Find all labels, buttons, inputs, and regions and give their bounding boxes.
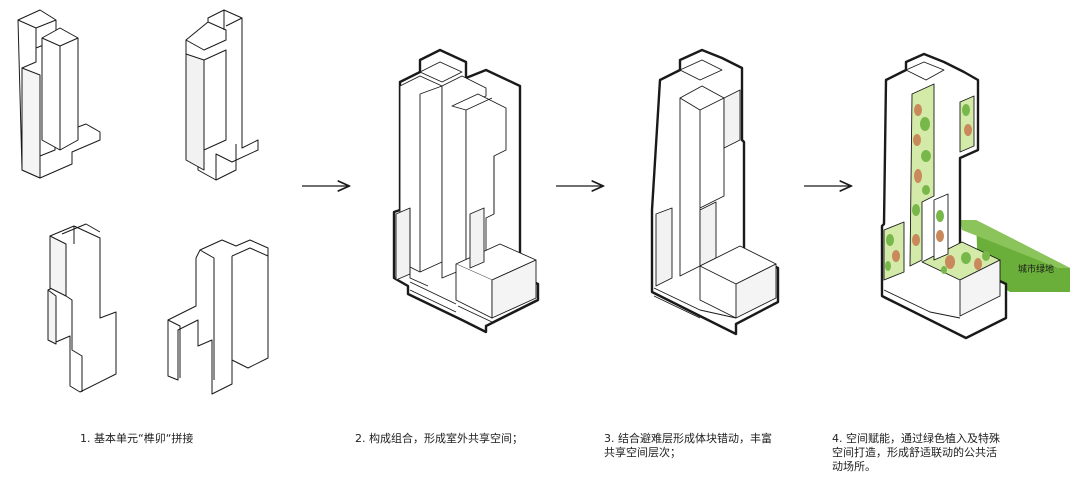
caption-step-2: 2. 构成组合，形成室外共享空间；	[355, 432, 523, 445]
tower-shifted	[650, 48, 780, 336]
module-unit-c	[47, 223, 117, 393]
city-green-label: 城市绿地	[1018, 263, 1054, 275]
module-unit-a	[17, 9, 101, 179]
module-unit-d	[167, 239, 269, 395]
caption-step-4: 4. 空间赋能，通过绿色植入及特殊 空间打造，形成舒适联动的公共活 动场所。	[832, 432, 1000, 473]
tree-icons	[885, 104, 990, 274]
caption-step-1: 1. 基本单元“榫卯“拼接	[80, 432, 194, 445]
module-unit-b	[185, 9, 259, 181]
tower-combined	[392, 48, 540, 334]
caption-step-3: 3. 结合避难层形成体块错动，丰富 共享空间层次；	[604, 432, 772, 459]
tower-greened: 城市绿地	[880, 52, 1070, 340]
